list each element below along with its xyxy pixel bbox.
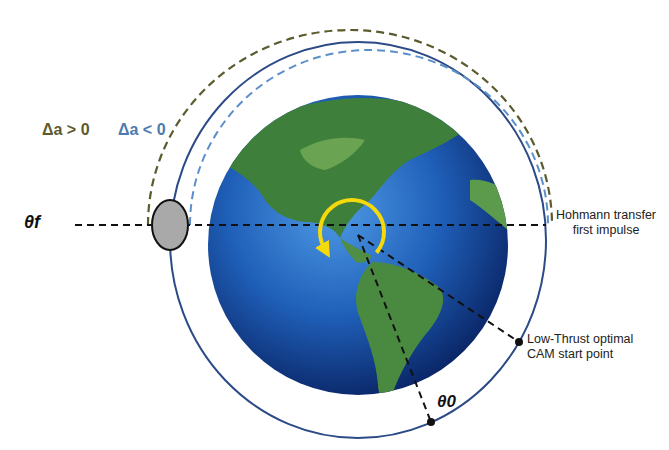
landmass xyxy=(470,180,508,230)
earth-globe xyxy=(208,95,508,395)
orbit xyxy=(170,42,546,438)
orbit-point xyxy=(427,418,435,426)
apse-line xyxy=(75,224,546,226)
raised-orbit-arc xyxy=(148,30,552,225)
delta-label: Δa < 0 xyxy=(118,120,166,139)
angle-label: θf xyxy=(24,212,40,234)
north-america xyxy=(215,98,470,238)
target-object xyxy=(152,200,188,250)
lowered-orbit-arc xyxy=(190,50,548,225)
landmass xyxy=(300,138,365,170)
radial-line xyxy=(358,235,519,342)
radial-line xyxy=(358,235,431,422)
delta-label: Δa > 0 xyxy=(42,120,90,139)
continents xyxy=(215,98,508,397)
orbit-point xyxy=(515,338,523,346)
point-label: Hohmann transfer first impulse xyxy=(549,208,663,238)
point-label: Low-Thrust optimal CAM start point xyxy=(527,332,663,362)
angle-label: θ0 xyxy=(437,392,456,412)
rotation-arrow xyxy=(320,200,384,253)
